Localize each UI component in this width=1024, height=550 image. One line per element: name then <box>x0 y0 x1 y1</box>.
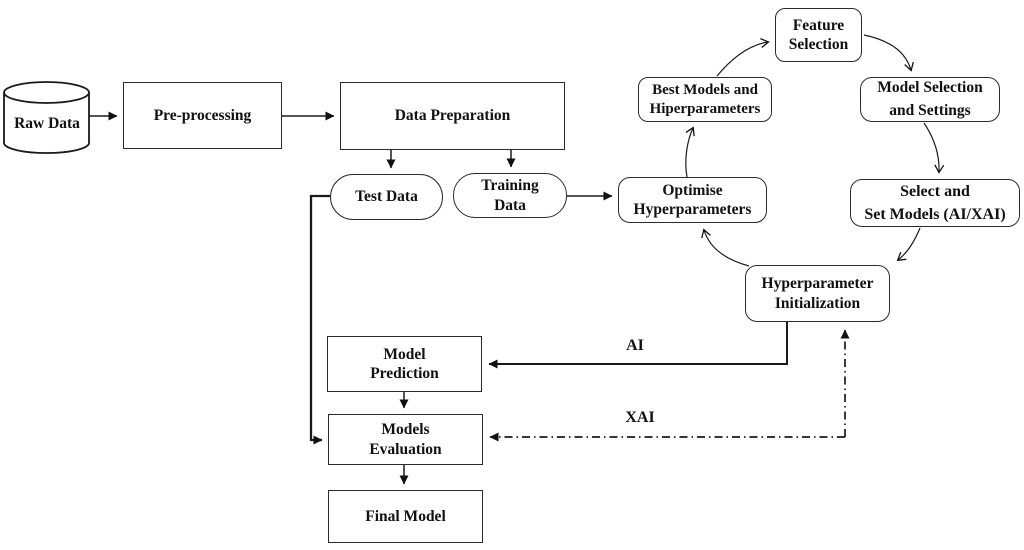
node-preprocessing: Pre-processing <box>123 82 282 149</box>
edge-hyperparaminit-to-optimise <box>704 230 750 267</box>
edge-label-xai: XAI <box>625 409 655 426</box>
node-data-preparation: Data Preparation <box>340 82 565 150</box>
node-feature-selection: Feature Selection <box>775 8 862 62</box>
node-test-data: Test Data <box>330 174 443 220</box>
node-raw-data: Raw Data <box>14 115 80 133</box>
edge-testdata-to-modelsevaluation <box>309 194 330 445</box>
edge-ai-hyperparaminit-to-modelprediction <box>488 322 788 369</box>
edge-modelselection-to-selectsetmodels <box>923 122 939 172</box>
node-best-models-and-hiperparameters: Best Models and Hiperparameters <box>638 77 772 122</box>
node-hyperparameter-initialization: Hyperparameter Initialization <box>745 265 890 322</box>
node-final-model: Final Model <box>328 490 483 543</box>
node-training-data: Training Data <box>453 173 567 218</box>
node-model-prediction: Model Prediction <box>327 336 482 392</box>
node-optimise-hyperparameters: Optimise Hyperparameters <box>618 177 767 223</box>
node-models-evaluation: Models Evaluation <box>328 414 483 465</box>
database-cylinder-icon <box>3 81 90 154</box>
edge-label-ai: AI <box>626 337 644 354</box>
edge-bestmodels-to-featureselection <box>716 42 768 77</box>
edge-featureselection-to-modelselection <box>863 34 911 70</box>
edge-selectsetmodels-to-hyperparaminit <box>898 227 921 260</box>
node-model-selection-and-settings: Model Selection and Settings <box>860 77 1000 122</box>
edge-optimise-to-bestmodels <box>685 128 693 178</box>
node-select-and-set-models: Select and Set Models (AI/XAI) <box>850 179 1020 227</box>
